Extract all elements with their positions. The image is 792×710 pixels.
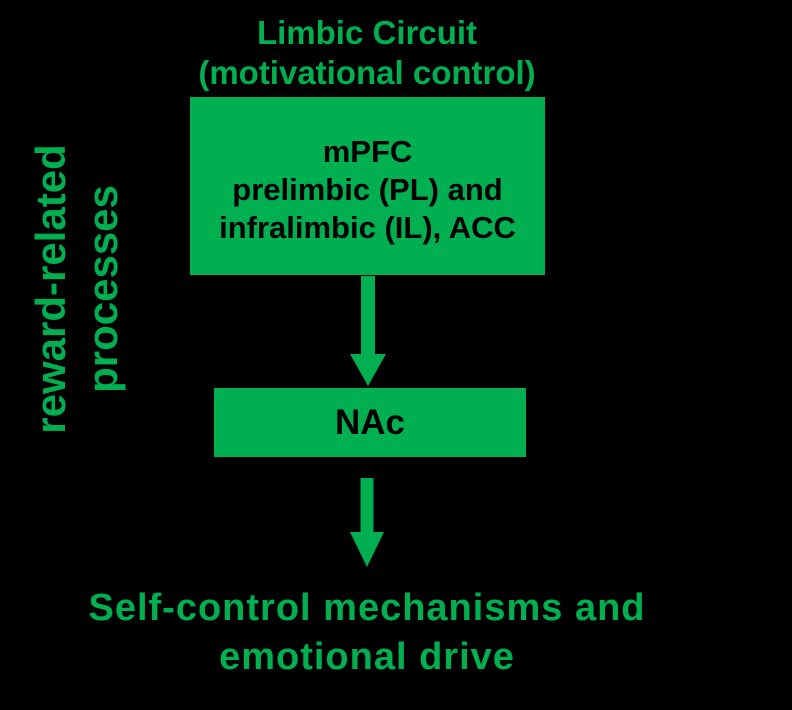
caption-line-1: Self-control mechanisms and (88, 587, 646, 629)
title-line-2: (motivational control) (198, 54, 536, 91)
mpfc-line-3: infralimbic (IL), ACC (219, 210, 516, 245)
mpfc-line-2: prelimbic (PL) and (232, 172, 503, 207)
side-label-line-2: processes (79, 185, 126, 393)
nac-node-box: NAc (214, 388, 526, 457)
side-label-line-1: reward-related (27, 144, 74, 434)
arrow-down-icon (350, 276, 386, 386)
outcome-caption: Self-control mechanisms and emotional dr… (0, 584, 734, 682)
arrow-down-icon (350, 478, 384, 567)
mpfc-node-box: mPFC prelimbic (PL) and infralimbic (IL)… (190, 97, 545, 275)
caption-line-2: emotional drive (219, 636, 515, 678)
title-line-1: Limbic Circuit (256, 14, 478, 51)
side-axis-label: reward-related processes (25, 139, 129, 439)
nac-label: NAc (334, 402, 406, 442)
mpfc-line-1: mPFC (322, 134, 413, 169)
diagram-title: Limbic Circuit (motivational control) (95, 13, 639, 93)
